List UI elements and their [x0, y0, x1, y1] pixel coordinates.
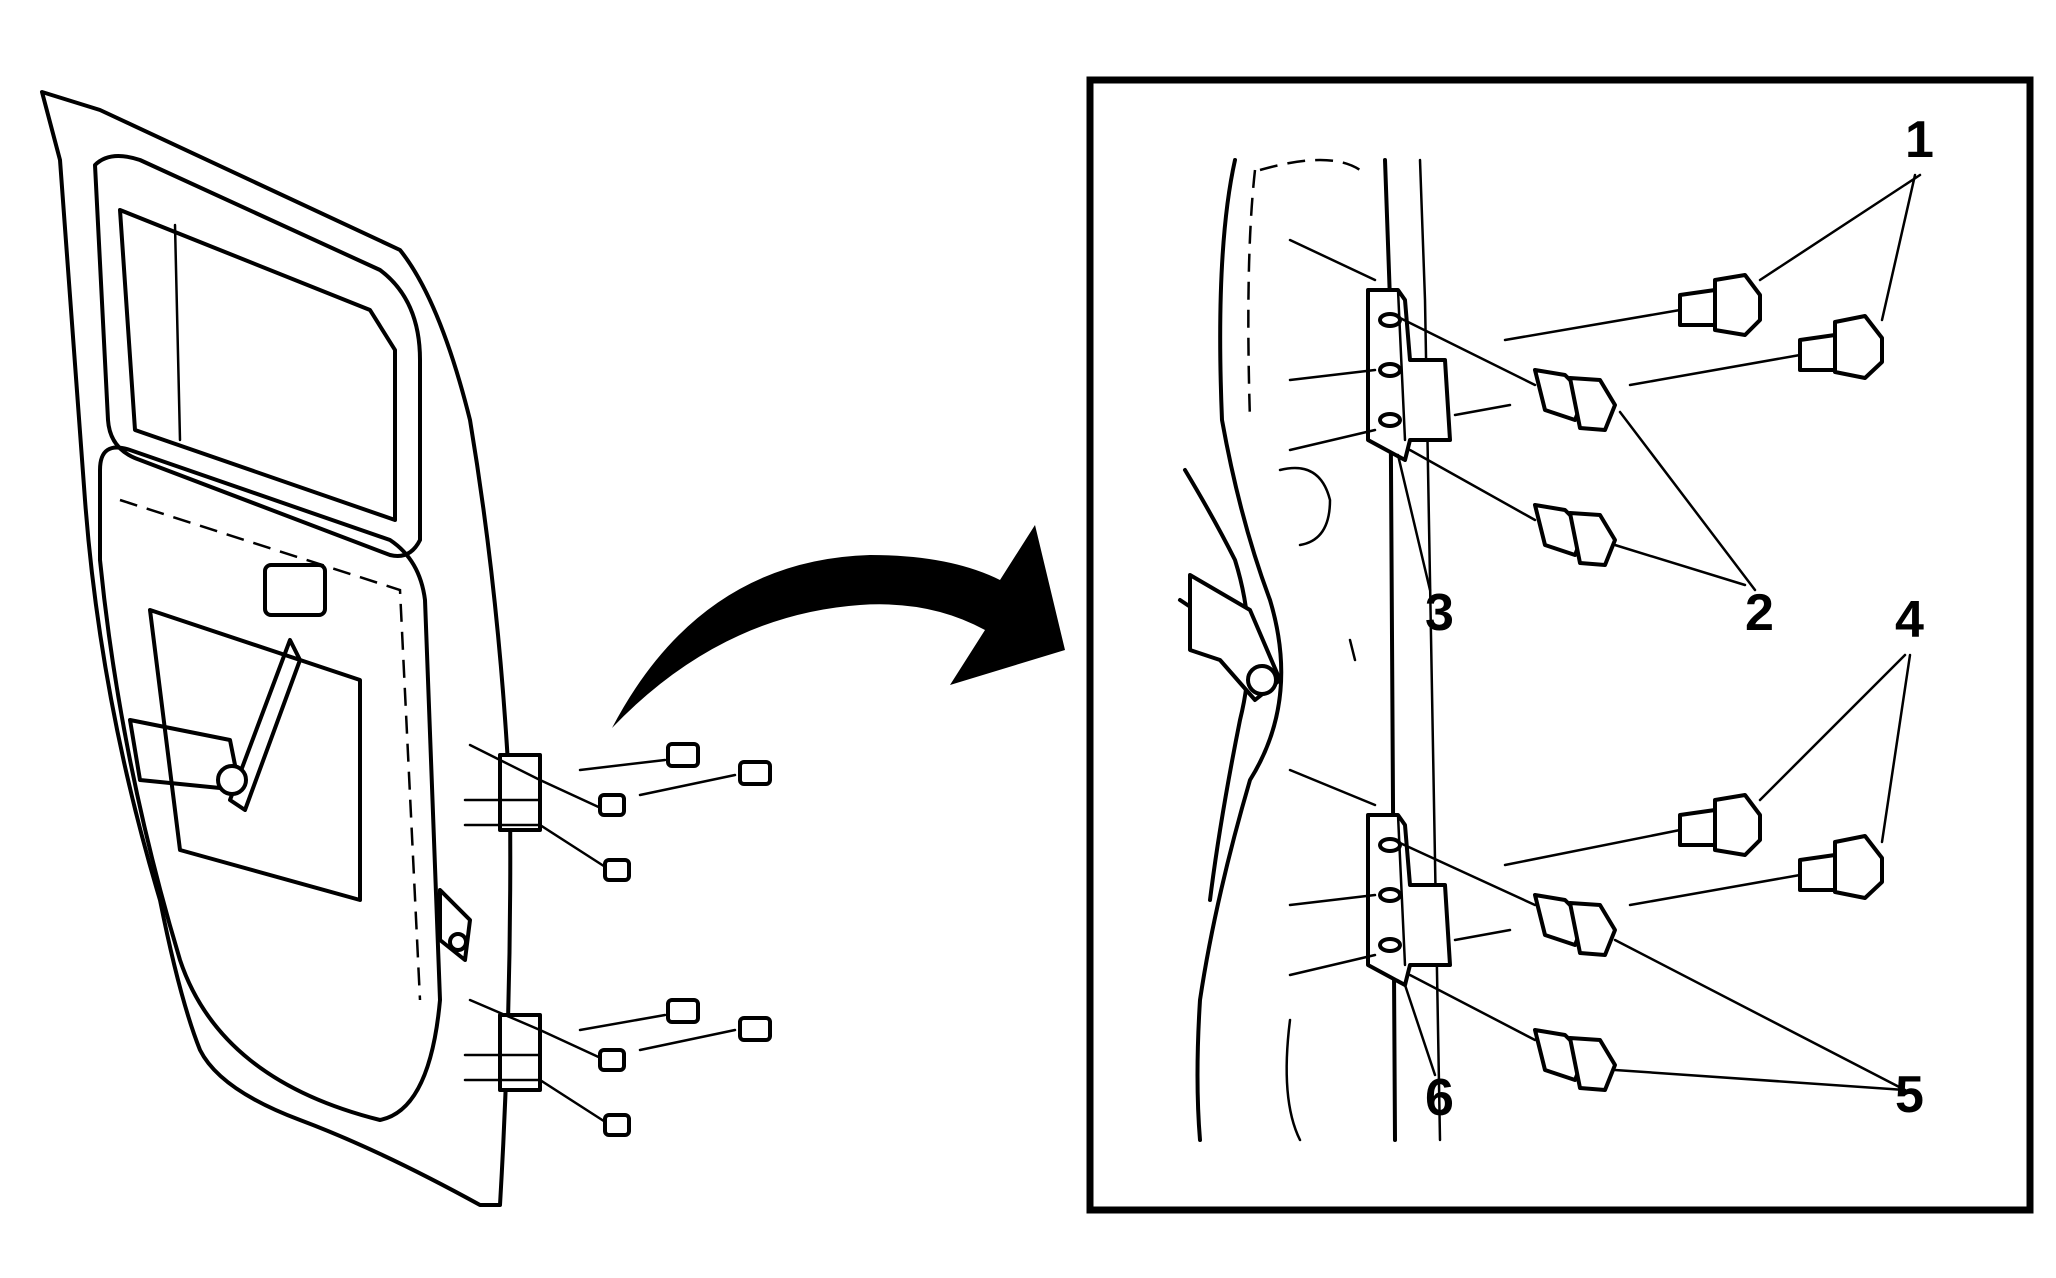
callout-1: 1 — [1905, 111, 1934, 169]
door-overview — [40, 90, 772, 1207]
callout-6: 6 — [1425, 1069, 1454, 1127]
callout-4: 4 — [1895, 591, 1924, 649]
upper-hinge-bolts — [1533, 273, 1884, 567]
callout-leaders — [1396, 173, 1922, 1092]
callout-5: 5 — [1895, 1066, 1924, 1124]
lower-hinge-bolts — [1533, 793, 1884, 1092]
upper-hinge-plate-small — [498, 753, 542, 832]
lower-hinge — [1288, 768, 1802, 1042]
upper-hinge — [1288, 238, 1802, 522]
door-handle-icon — [263, 563, 327, 617]
callout-3: 3 — [1425, 584, 1454, 642]
callout-2: 2 — [1745, 584, 1774, 642]
detail-inset: 1 2 3 4 5 6 — [1086, 76, 2034, 1214]
curved-arrow-icon — [612, 525, 1065, 728]
small-bolts — [598, 742, 772, 1137]
